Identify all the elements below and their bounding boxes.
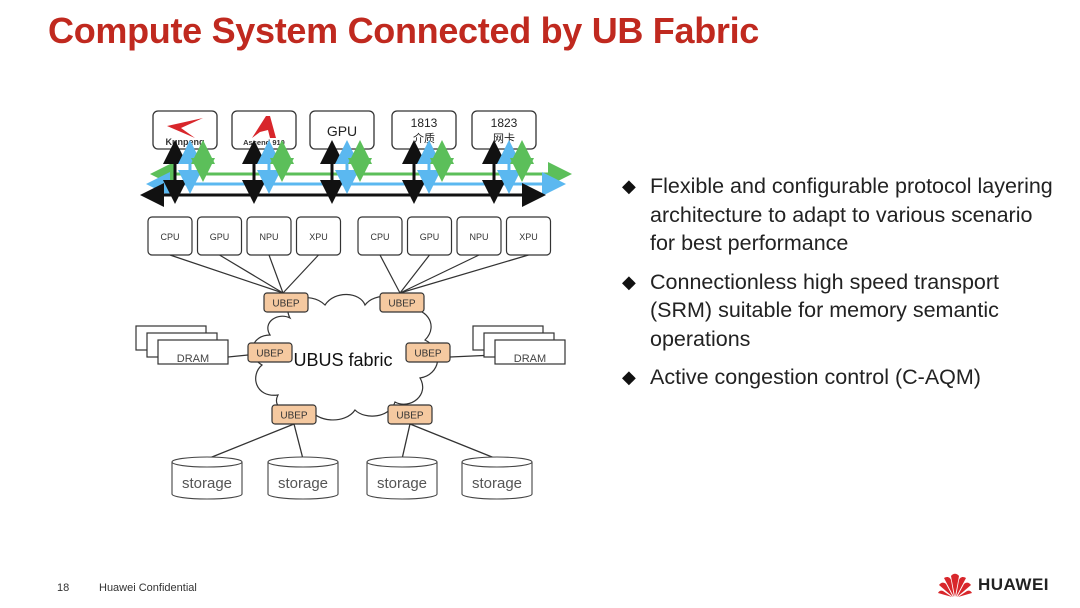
processor-label: NPU <box>469 232 488 242</box>
processor-group-2: CPU GPU NPU XPU <box>357 216 552 294</box>
processor-link <box>282 254 319 294</box>
storage-2: storage <box>267 423 339 500</box>
processor-label: CPU <box>370 232 389 242</box>
ubep-label: UBEP <box>272 299 300 310</box>
confidential-label: Huawei Confidential <box>99 582 197 594</box>
ubep-label: UBEP <box>256 349 284 360</box>
top-device-1: Kunpeng <box>152 110 218 204</box>
storage-label: storage <box>278 475 328 492</box>
processor-box <box>295 216 342 256</box>
processor-link <box>399 254 430 294</box>
ubep-endpoint-6: UBEP <box>387 404 433 425</box>
storage-label: storage <box>472 475 522 492</box>
dram-label: DRAM <box>177 353 209 365</box>
device-sublabel: 网卡 <box>493 132 515 145</box>
processor-box <box>246 216 292 256</box>
bullet-item: ◆ Flexible and configurable protocol lay… <box>622 172 1062 258</box>
ubep-label: UBEP <box>388 299 416 310</box>
processor-box <box>196 216 243 256</box>
processor-link <box>169 254 284 294</box>
storage-1: storage <box>171 423 295 500</box>
storage-4: storage <box>409 423 533 500</box>
processor-label: NPU <box>259 232 278 242</box>
huawei-logo: HUAWEI <box>938 572 1049 598</box>
ubus-fabric-cloud: UBUS fabric <box>251 293 439 421</box>
storage-3: storage <box>366 423 438 500</box>
processor-box <box>147 216 193 256</box>
bullet-text: Flexible and configurable protocol layer… <box>650 174 1053 255</box>
ubep-label: UBEP <box>280 411 308 422</box>
processor-label: GPU <box>420 232 440 242</box>
ubep-endpoint-5: UBEP <box>271 404 317 425</box>
processor-link <box>268 254 284 294</box>
device-label: GPU <box>327 123 357 139</box>
processor-label: XPU <box>519 232 538 242</box>
ascend-logo-icon <box>252 116 276 138</box>
processor-box <box>357 216 403 256</box>
processor-box <box>456 216 502 256</box>
processor-link <box>379 254 401 294</box>
dram-stack-right: DRAM <box>449 325 566 365</box>
ubep-endpoint-4: UBEP <box>405 342 451 363</box>
bullet-item: ◆ Connectionless high speed transport (S… <box>622 268 1062 354</box>
bullet-text: Connectionless high speed transport (SRM… <box>650 269 999 351</box>
ubep-endpoint-2: UBEP <box>379 292 425 313</box>
bullet-item: ◆ Active congestion control (C-AQM) <box>622 363 1062 392</box>
brand-name: HUAWEI <box>978 575 1049 594</box>
processor-link <box>399 254 529 294</box>
diamond-bullet-icon: ◆ <box>622 367 636 387</box>
top-device-4: 1813 介质 <box>391 110 457 204</box>
top-device-3: GPU <box>309 110 375 204</box>
processor-group-1: CPU GPU NPU XPU <box>147 216 342 294</box>
ubep-endpoint-1: UBEP <box>263 292 309 313</box>
device-sublabel: 介质 <box>413 132 435 145</box>
device-label: 1823 <box>491 116 518 130</box>
top-device-2: Ascend 910 <box>231 110 297 204</box>
huawei-petal-icon <box>938 573 972 597</box>
bullet-list: ◆ Flexible and configurable protocol lay… <box>622 172 1062 402</box>
bullet-text: Active congestion control (C-AQM) <box>650 365 981 389</box>
processor-label: XPU <box>309 232 328 242</box>
diamond-bullet-icon: ◆ <box>622 176 636 196</box>
dram-label: DRAM <box>514 353 546 365</box>
device-label: Kunpeng <box>166 137 205 147</box>
ubep-label: UBEP <box>396 411 424 422</box>
kunpeng-logo-icon <box>167 118 203 138</box>
device-label: Ascend 910 <box>243 138 285 147</box>
processor-label: CPU <box>160 232 179 242</box>
processor-link <box>399 254 480 294</box>
ubep-label: UBEP <box>414 349 442 360</box>
diamond-bullet-icon: ◆ <box>622 271 636 292</box>
page-number: 18 <box>57 582 70 594</box>
dram-stack-left: DRAM <box>135 325 249 365</box>
processor-box <box>406 216 453 256</box>
processor-box <box>505 216 552 256</box>
fabric-label: UBUS fabric <box>293 350 392 370</box>
slide-title: Compute System Connected by UB Fabric <box>48 10 760 51</box>
processor-label: GPU <box>210 232 230 242</box>
top-device-5: 1823 网卡 <box>471 110 537 204</box>
ubep-endpoint-3: UBEP <box>247 342 293 363</box>
storage-label: storage <box>377 475 427 492</box>
processor-link <box>219 254 284 294</box>
storage-label: storage <box>182 475 232 492</box>
device-label: 1813 <box>411 116 438 130</box>
